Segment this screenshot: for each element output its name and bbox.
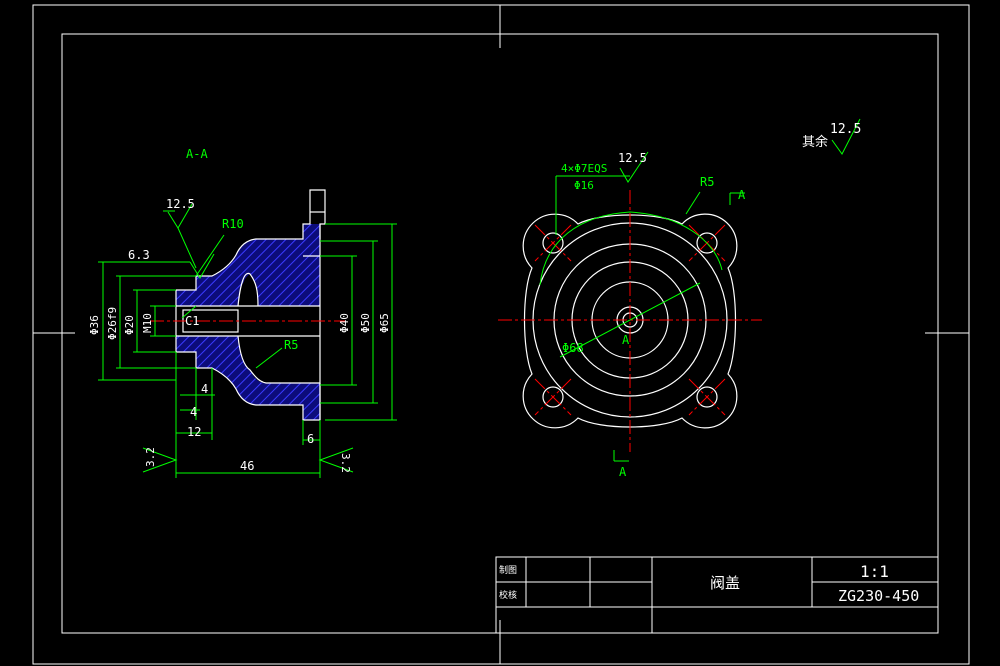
dim-6: 6 (307, 432, 314, 446)
plan-centerlines (498, 190, 762, 452)
dim-phi65: Φ65 (378, 313, 391, 333)
title-block: 制图 校核 阀盖 1:1 ZG230-450 (495, 556, 939, 634)
dim-4-a: 4 (201, 382, 208, 396)
outer-border (32, 4, 970, 665)
roughness-left-bottom: 3.2 (144, 447, 157, 467)
plan-view: 4×Φ7EQS Φ16 12.5 R5 A A A Φ68 (498, 118, 861, 479)
dim-m10: M10 (141, 313, 154, 333)
dim-4-b: 4 (190, 405, 197, 419)
dim-phi36: Φ36 (88, 315, 101, 335)
general-roughness-note: 其余 12.5 (802, 122, 861, 150)
part-material: ZG230-450 (838, 587, 919, 605)
section-hatch-lower (176, 336, 320, 420)
inner-border (61, 33, 939, 634)
plan-center-mark: A (622, 333, 630, 347)
section-mark-bottom: A (619, 465, 627, 479)
drawing-scale: 1:1 (860, 562, 889, 581)
dim-phi50: Φ50 (359, 313, 372, 333)
flange-outline (522, 213, 738, 429)
fillet-inner-label: R5 (284, 338, 298, 352)
plan-roughness-value: 12.5 (618, 151, 647, 165)
holes-counterbore: Φ16 (574, 179, 594, 192)
general-roughness-label: 其余 (802, 134, 828, 150)
section-mark-top: A (738, 188, 746, 202)
title-block-row2-label: 校核 (499, 589, 517, 601)
part-name: 阀盖 (710, 574, 740, 592)
plan-dimensions (539, 118, 861, 462)
roughness-top-value: 12.5 (166, 197, 195, 211)
plan-radius-label: R5 (700, 175, 714, 189)
dim-phi68: Φ68 (562, 341, 584, 355)
holes-note: 4×Φ7EQS (561, 162, 607, 175)
dim-phi20: Φ20 (123, 315, 136, 335)
title-block-row1-label: 制图 (499, 564, 517, 576)
dim-phi40: Φ40 (338, 313, 351, 333)
dim-phi26f9: Φ26f9 (106, 307, 119, 340)
dim-46: 46 (240, 459, 254, 473)
section-label: A-A (186, 147, 208, 161)
section-hatch-upper (176, 224, 320, 306)
general-roughness-value: 12.5 (830, 122, 861, 137)
chamfer-label: C1 (185, 314, 199, 328)
fillet-top-label: R10 (222, 217, 244, 231)
section-dimensions (98, 203, 397, 478)
dim-12: 12 (187, 425, 201, 439)
section-view: A-A 12.5 6.3 R10 R5 C1 Φ36 Φ26f9 Φ20 M10… (88, 147, 397, 478)
roughness-right-bottom: 3.2 (339, 453, 352, 473)
roughness-left-value: 6.3 (128, 248, 150, 262)
